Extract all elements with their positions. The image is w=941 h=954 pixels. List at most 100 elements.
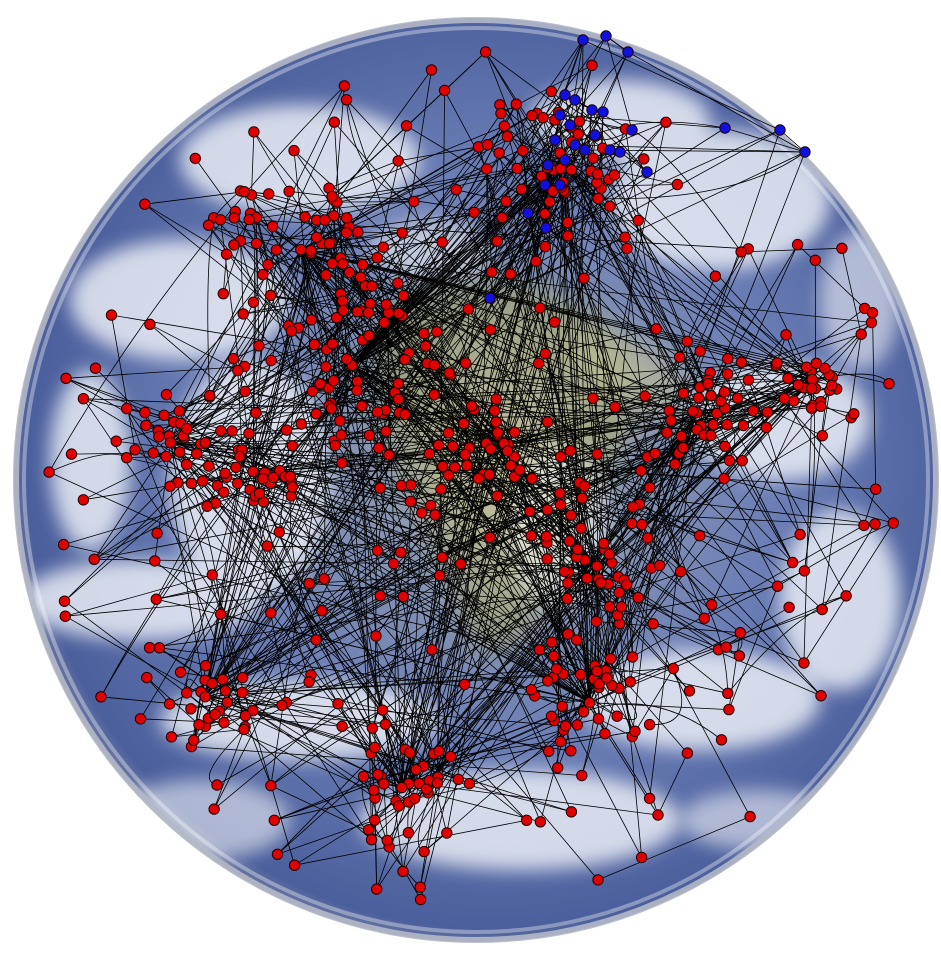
network-node xyxy=(632,214,644,227)
network-node xyxy=(340,94,353,106)
network-node xyxy=(193,719,205,731)
edge xyxy=(588,111,604,704)
edge xyxy=(465,454,512,467)
network-node xyxy=(141,671,153,684)
edge xyxy=(220,219,403,241)
network-node xyxy=(484,324,497,336)
network-node xyxy=(556,700,568,712)
network-node xyxy=(479,46,492,58)
edge xyxy=(362,775,390,848)
network-node xyxy=(771,580,784,592)
network-node xyxy=(376,704,389,716)
network-node xyxy=(466,400,478,412)
network-node xyxy=(711,407,723,420)
network-node xyxy=(150,593,163,605)
edge xyxy=(527,212,634,738)
network-node xyxy=(865,316,878,329)
network-node xyxy=(262,259,274,271)
network-node xyxy=(491,235,504,247)
network-node xyxy=(283,185,295,198)
network-node xyxy=(228,212,240,224)
edge xyxy=(607,583,727,648)
network-node xyxy=(214,214,227,226)
network-node xyxy=(270,244,283,256)
network-node xyxy=(687,405,699,417)
network-node xyxy=(316,605,328,617)
network-node xyxy=(493,147,505,159)
network-node xyxy=(334,415,346,427)
network-node xyxy=(310,408,322,420)
network-node xyxy=(663,405,675,417)
network-node xyxy=(410,764,422,776)
network-node xyxy=(366,722,379,734)
edge xyxy=(455,189,598,567)
network-node xyxy=(562,216,574,229)
network-node xyxy=(530,255,542,267)
edge xyxy=(212,574,310,683)
network-node xyxy=(265,779,277,792)
network-node xyxy=(286,440,298,452)
edge xyxy=(126,456,167,460)
network-node xyxy=(327,374,340,387)
edge xyxy=(631,668,674,737)
edge xyxy=(204,271,493,698)
network-node xyxy=(425,499,437,512)
network-node xyxy=(650,323,662,335)
edge xyxy=(93,442,171,560)
network-node xyxy=(459,448,471,461)
network-node xyxy=(380,298,392,311)
edge xyxy=(65,564,598,617)
network-node xyxy=(343,266,356,279)
network-node xyxy=(174,446,186,458)
edge xyxy=(401,315,813,381)
network-node xyxy=(565,806,578,818)
network-node xyxy=(788,395,800,407)
edge xyxy=(191,746,583,777)
network-node xyxy=(578,480,591,492)
network-node xyxy=(276,699,288,711)
edge xyxy=(427,792,541,823)
network-node xyxy=(43,466,55,478)
edge xyxy=(64,311,358,602)
network-node xyxy=(721,368,734,380)
network-node xyxy=(592,874,604,886)
edge xyxy=(639,387,805,505)
edge xyxy=(374,444,506,821)
network-node xyxy=(452,773,464,785)
edge xyxy=(163,396,211,416)
edge xyxy=(540,673,582,822)
network-node xyxy=(632,591,644,604)
edge xyxy=(146,677,170,705)
edge xyxy=(489,537,549,682)
network-node xyxy=(392,377,404,390)
network-node xyxy=(498,120,510,132)
network-node xyxy=(760,421,772,434)
network-node xyxy=(462,303,474,315)
network-node xyxy=(253,487,266,500)
network-node xyxy=(420,783,433,795)
network-node xyxy=(652,809,664,821)
network-node xyxy=(236,671,249,684)
network-node xyxy=(744,810,756,823)
edge xyxy=(233,217,455,468)
edge xyxy=(682,447,731,462)
edge xyxy=(356,361,778,391)
network-node xyxy=(848,408,860,420)
highlighted-node xyxy=(622,46,634,58)
edge xyxy=(250,213,344,311)
edge xyxy=(401,206,611,789)
network-node xyxy=(562,577,574,589)
edge xyxy=(149,323,239,371)
network-node xyxy=(491,490,504,502)
network-node xyxy=(504,268,517,280)
network-node xyxy=(436,551,448,563)
network-node xyxy=(320,361,332,373)
network-node xyxy=(399,408,411,421)
highlighted-node xyxy=(542,159,554,171)
edge xyxy=(222,212,252,294)
network-node xyxy=(558,565,571,578)
network-node xyxy=(534,302,546,314)
edge xyxy=(469,729,565,784)
network-node xyxy=(887,517,899,529)
edge xyxy=(220,446,684,615)
